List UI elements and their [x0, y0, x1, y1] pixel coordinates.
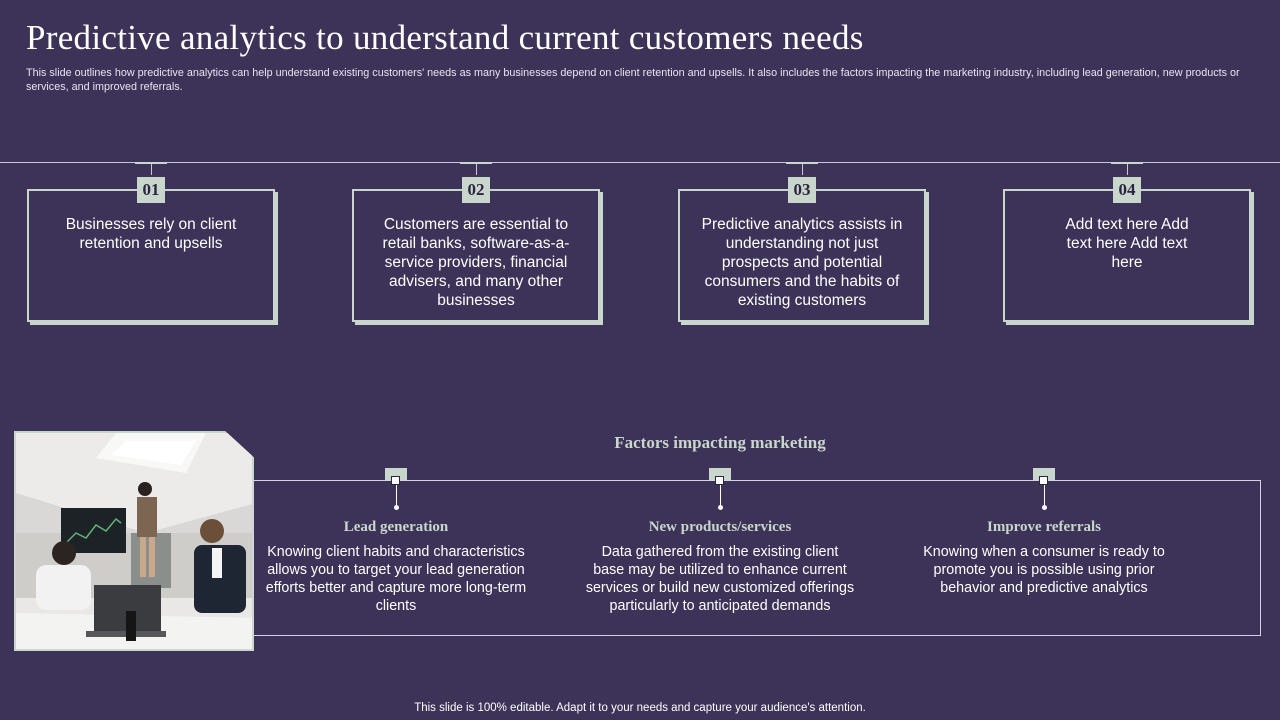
page-subtitle: This slide outlines how predictive analy…: [26, 67, 1240, 93]
factor-marker: [385, 468, 407, 480]
card-number: 02: [462, 177, 490, 203]
card-number: 03: [788, 177, 816, 203]
card-number: 04: [1113, 177, 1141, 203]
factor-node: [391, 476, 400, 485]
factor-text: Data gathered from the existing client b…: [585, 544, 855, 614]
factor-node: [715, 476, 724, 485]
factor-dot: [394, 505, 399, 510]
card-03: 03 Predictive analytics assists in under…: [678, 162, 926, 322]
card-text: Add text here Add text here Add text her…: [1065, 216, 1189, 271]
timeline-line: [0, 162, 1280, 163]
office-meeting-photo: [14, 431, 254, 651]
factor-connector: [396, 485, 397, 507]
card-text: Customers are essential to retail banks,…: [382, 216, 570, 309]
card-04: 04 Add text here Add text here Add text …: [1003, 162, 1251, 322]
factor-dot: [1042, 505, 1047, 510]
factor-dot: [718, 505, 723, 510]
factor-title: Improve referrals: [987, 519, 1101, 535]
card-stem: [476, 163, 477, 175]
factor-text: Knowing client habits and characteristic…: [265, 544, 527, 614]
card-02: 02 Customers are essential to retail ban…: [352, 162, 600, 322]
factors-frame: [253, 480, 1261, 636]
card-stem: [151, 163, 152, 175]
card-stem: [1127, 163, 1128, 175]
factor-text: Knowing when a consumer is ready to prom…: [923, 544, 1165, 596]
factor-title: Lead generation: [343, 519, 449, 535]
card-stem: [802, 163, 803, 175]
factors-title: Factors impacting marketing: [614, 433, 826, 452]
card-number: 01: [137, 177, 165, 203]
factor-marker: [709, 468, 731, 480]
card-text: Businesses rely on client retention and …: [65, 216, 237, 252]
factor-connector: [1044, 485, 1045, 507]
factor-connector: [720, 485, 721, 507]
factor-marker: [1033, 468, 1055, 480]
page-title: Predictive analytics to understand curre…: [26, 18, 864, 57]
factor-title: New products/services: [648, 519, 792, 535]
footer-note: This slide is 100% editable. Adapt it to…: [414, 702, 866, 714]
card-text: Predictive analytics assists in understa…: [701, 216, 903, 309]
card-01: 01 Businesses rely on client retention a…: [27, 162, 275, 322]
factor-node: [1039, 476, 1048, 485]
